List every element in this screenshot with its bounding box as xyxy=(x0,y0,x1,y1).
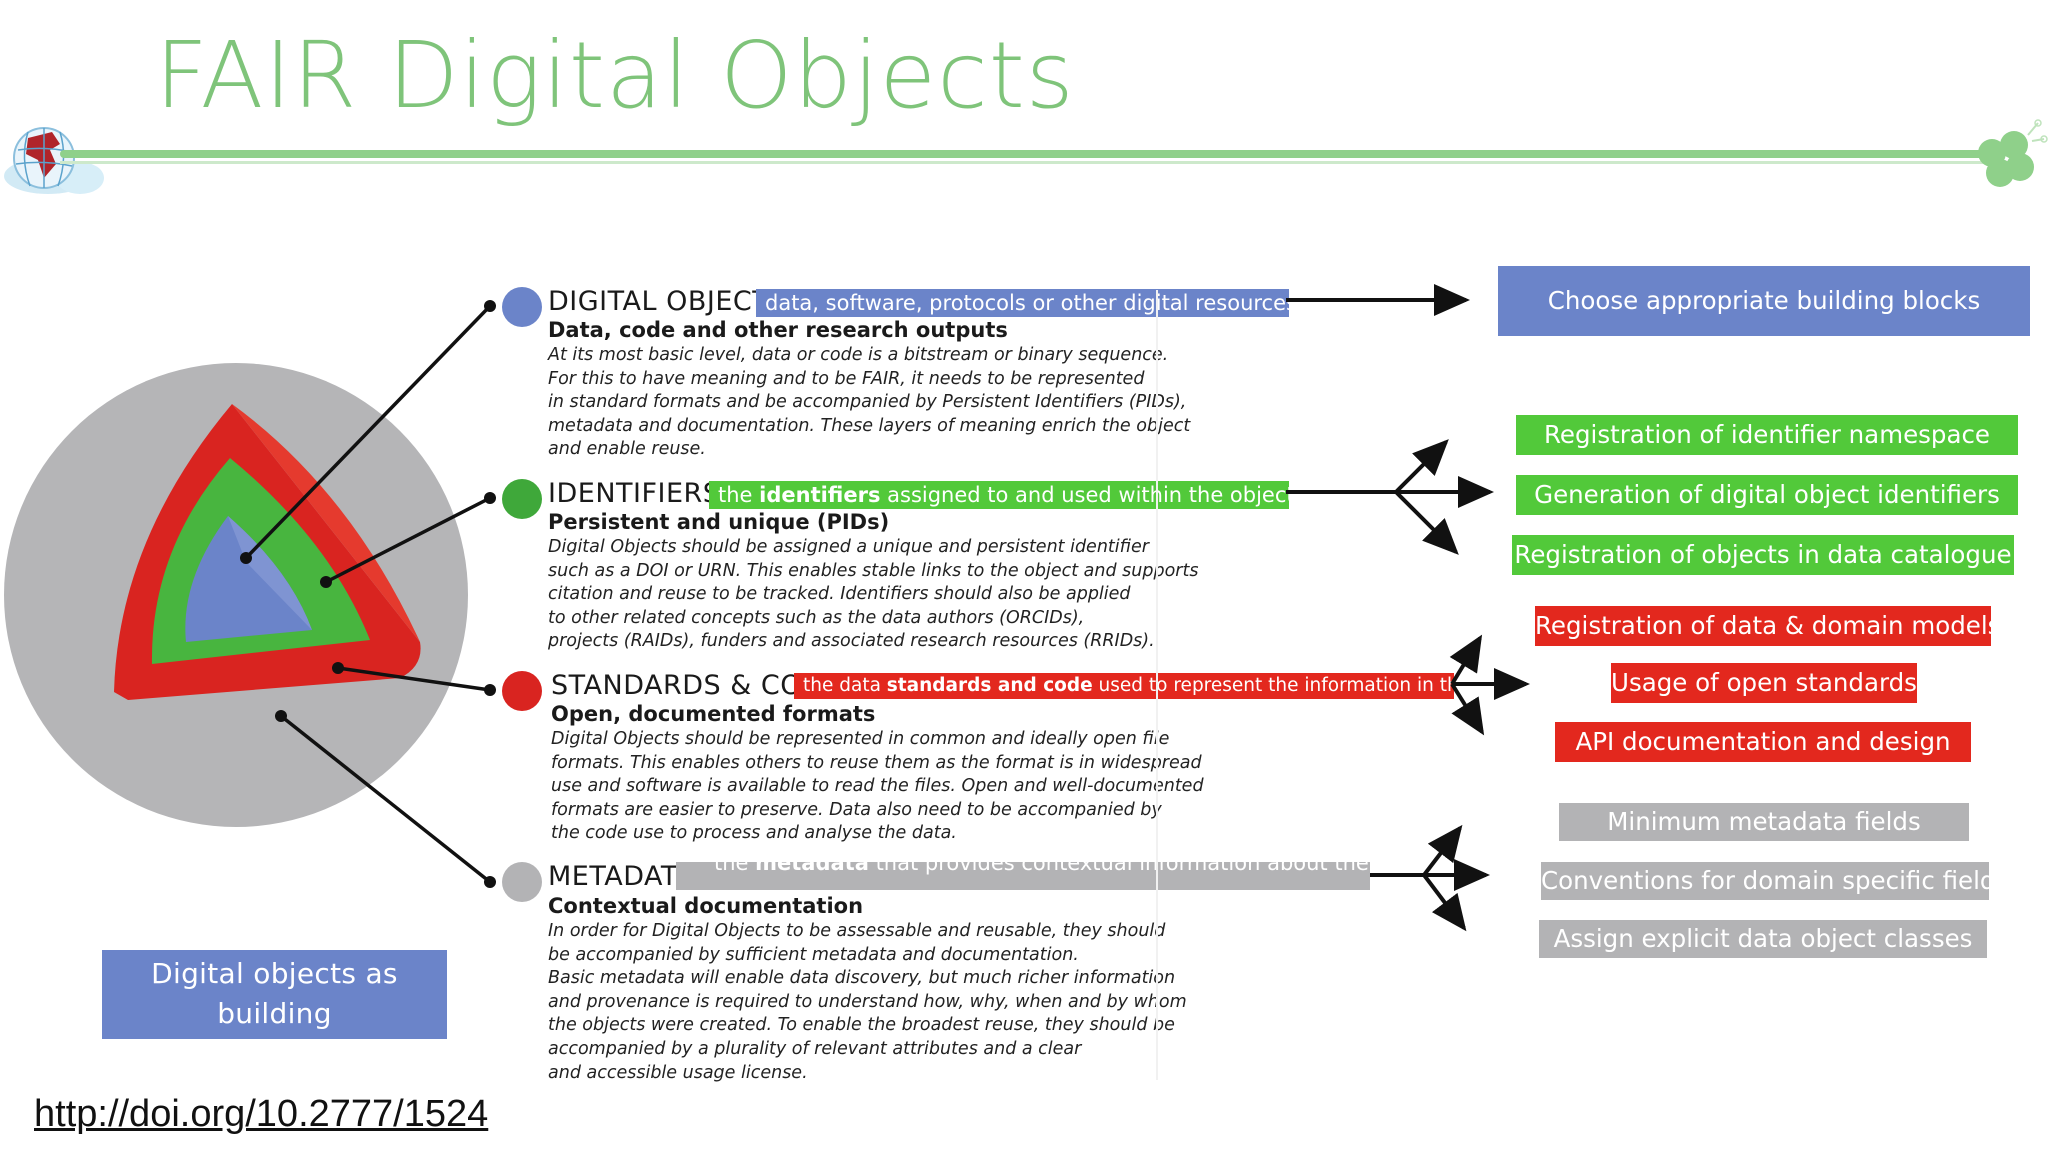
arrow-fork-standards xyxy=(1449,634,1530,736)
globe-logo-icon xyxy=(4,127,104,194)
box-minimum-metadata: Minimum metadata fields xyxy=(1559,803,1969,841)
dot-digital-object xyxy=(502,287,542,327)
box-domain-models: Registration of data & domain models xyxy=(1535,606,2000,646)
tag-standards-code: the data standards and code used to repr… xyxy=(794,673,1454,699)
heading-standards-code: STANDARDS & CODE xyxy=(551,670,841,701)
body-metadata: In order for Digital Objects to be asses… xyxy=(548,921,1187,1083)
tag-digital-object: data, software, protocols or other digit… xyxy=(756,289,1289,317)
box-open-standards: Usage of open standards xyxy=(1611,663,1917,703)
dot-identifiers xyxy=(502,479,542,519)
box-identifier-namespace: Registration of identifier namespace xyxy=(1516,415,2018,455)
heading-digital-object: DIGITAL OBJECT xyxy=(548,286,770,317)
arrow-fork-metadata xyxy=(1370,824,1490,932)
body-digital-object: At its most basic level, data or code is… xyxy=(548,345,1191,460)
box-api-documentation: API documentation and design xyxy=(1555,722,1971,762)
wedge-blue-layer xyxy=(185,516,312,642)
doi-link[interactable]: http://doi.org/10.2777/1524 xyxy=(34,1093,489,1135)
clover-logo-icon xyxy=(1978,119,2048,187)
body-identifiers: Digital Objects should be assigned a uni… xyxy=(548,537,1199,652)
tag-identifiers: the identifiers assigned to and used wit… xyxy=(709,481,1289,509)
dot-standards-code xyxy=(502,671,542,711)
heading-metadata: METADATA xyxy=(548,861,695,892)
header-rule xyxy=(60,150,1990,158)
body-standards-code: Digital Objects should be represented in… xyxy=(551,729,1204,844)
caption-box: Digital objects as building blocks in op… xyxy=(102,950,447,1070)
subtitle-identifiers: Persistent and unique (PIDs) xyxy=(548,510,890,534)
box-choose-building-blocks: Choose appropriate building blocks xyxy=(1498,266,2030,336)
subtitle-digital-object: Data, code and other research outputs xyxy=(548,318,1008,342)
arrows-layer xyxy=(1286,284,1530,932)
box-domain-conventions: Conventions for domain specific fields xyxy=(1541,862,2008,900)
faint-divider xyxy=(1156,290,1158,1080)
tag-metadata: the metadata that provides contextual in… xyxy=(676,862,1370,890)
subtitle-metadata: Contextual documentation xyxy=(548,894,864,918)
box-generate-identifiers: Generation of digital object identifiers xyxy=(1516,475,2018,515)
subtitle-standards-code: Open, documented formats xyxy=(551,702,876,726)
arrow-fork-identifiers xyxy=(1286,439,1494,555)
box-data-object-classes: Assign explicit data object classes xyxy=(1539,920,1987,958)
page-title: FAIR Digital Objects xyxy=(155,22,1075,129)
dot-metadata xyxy=(502,862,542,902)
layer-diagram xyxy=(4,300,496,888)
header-rule-shadow xyxy=(60,161,1990,164)
heading-identifiers: IDENTIFIERS xyxy=(548,478,721,509)
box-data-catalogue: Registration of objects in data catalogu… xyxy=(1512,535,2014,575)
